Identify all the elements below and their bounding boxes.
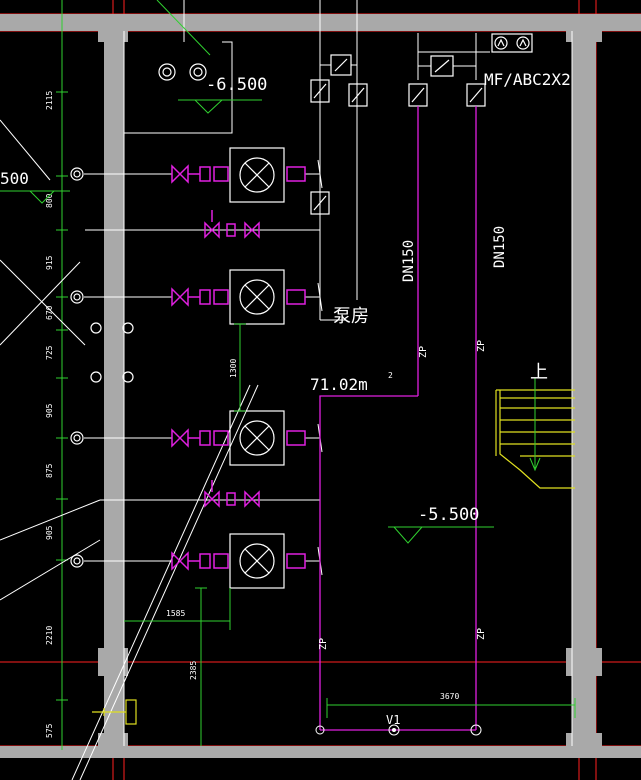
pump-units (229, 147, 285, 589)
extinguisher-label: MF/ABC2X2 (484, 70, 571, 89)
dim-left-9: 575 (45, 723, 54, 738)
level-lower-text: -5.500 (418, 505, 479, 525)
pump-3 (229, 410, 285, 466)
pump-valves (171, 164, 306, 571)
valve-stems (320, 64, 476, 67)
left-dimension-chain (56, 0, 68, 750)
dim-left-3: 670 (45, 305, 54, 320)
level-mark-lower: -5.500 (388, 505, 494, 544)
level-mark-upper: -6.500 (178, 75, 267, 114)
dim-left-2: 915 (45, 255, 54, 270)
dim-1585-text: 1585 (166, 609, 185, 618)
dim-2385-text: 2385 (189, 661, 198, 680)
dim-3670-text: 3670 (440, 692, 459, 701)
zp-tag-4: ZP (476, 628, 487, 640)
room-label: 泵房 (333, 306, 369, 327)
extinguisher-icon (491, 33, 533, 53)
dim-1300: 1300 (229, 323, 246, 412)
dim-left-5: 905 (45, 403, 54, 418)
zp-tag-3: ZP (318, 638, 329, 650)
zp-tag-1: ZP (418, 346, 429, 358)
level-left-text: 500 (0, 169, 29, 188)
bottom-left-device (92, 699, 137, 725)
dim-left-6: 875 (45, 463, 54, 478)
level-upper-text: -6.500 (206, 75, 267, 95)
pump-4 (229, 533, 285, 589)
dim-1585: 1585 (124, 588, 231, 630)
wall-inner-lines (123, 31, 573, 746)
dim-left-7: 905 (45, 525, 54, 540)
stair-arrow (529, 378, 541, 472)
dim-1300-text: 1300 (229, 359, 238, 378)
pipe-size-right: DN150 (492, 226, 508, 268)
dim-left-1: 800 (45, 193, 54, 208)
dim-left-0: 2115 (45, 91, 54, 110)
pipe-size-left: DN150 (401, 240, 417, 282)
pipe-length-label: 71.02m (310, 375, 368, 394)
dim-left-8: 2210 (45, 626, 54, 645)
stair-label: 上 (530, 362, 548, 383)
dim-3670: 3670 (326, 692, 576, 718)
zp-tags: ZP ZP ZP ZP (318, 340, 487, 650)
small-mark: 2 (388, 371, 393, 380)
magenta-main-pipes (319, 106, 477, 731)
level-mark-left: 500 (0, 169, 70, 204)
dim-left-4: 725 (45, 345, 54, 360)
upper-pipe-sleeve (158, 63, 207, 81)
valve-label: V1 (386, 713, 400, 727)
pump-2 (229, 269, 285, 325)
wall-sleeve-circles (70, 167, 134, 568)
pipe-markers (315, 724, 482, 736)
dim-2385: 2385 (189, 587, 207, 746)
zp-tag-2: ZP (476, 340, 487, 352)
upper-room-outline (124, 0, 233, 134)
left-dimension-texts: 2115 800 915 670 725 905 875 905 2210 57… (45, 91, 54, 738)
pump-1 (229, 147, 285, 203)
